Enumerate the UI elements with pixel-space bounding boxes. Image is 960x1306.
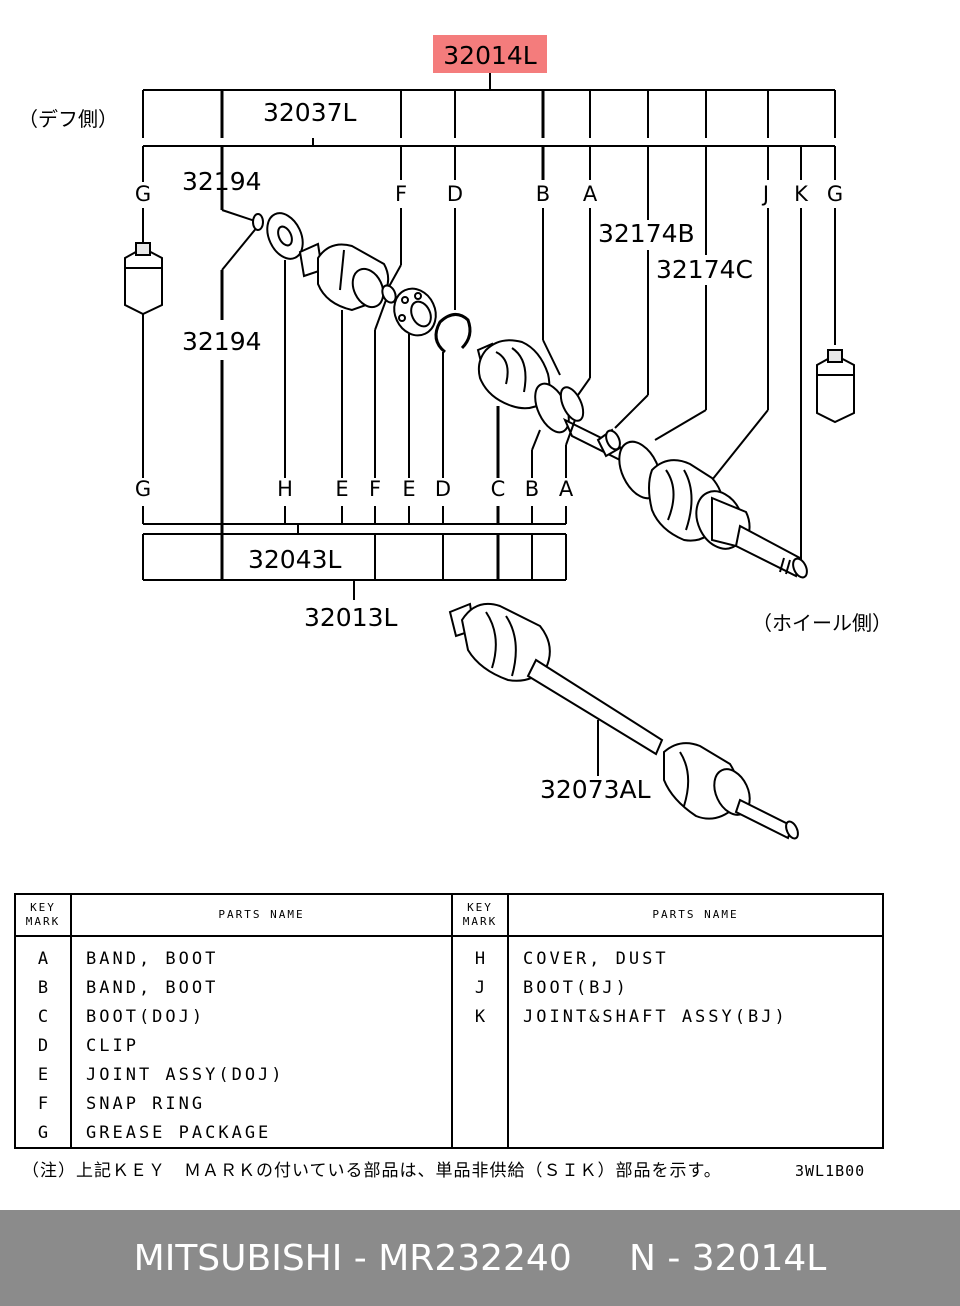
name-column-left: BAND, BOOT BAND, BOOT BOOT(DOJ) CLIP JOI… [72,937,451,1148]
washer-32194[interactable] [252,213,264,231]
top-mark-d: D [447,182,463,206]
name-column-right: COVER, DUST BOOT(BJ) JOINT&SHAFT ASSY(BJ… [509,937,882,1147]
bottom-mark-b: B [525,477,539,501]
bottom-bracket [142,506,567,600]
complete-shaft-assy[interactable] [448,602,800,840]
top-mark-f: F [395,182,407,206]
bj-joint-shaft[interactable] [711,496,810,580]
dust-cover[interactable] [260,207,309,264]
snap-ring[interactable] [380,283,398,304]
clip[interactable] [434,313,472,354]
grease-package-right[interactable] [816,349,855,424]
ref-32043L[interactable]: 32043L [248,545,342,574]
parts-table: KEY MARK PARTS NAME A B C D E F G BAND, … [14,893,884,1149]
top-mark-k: K [794,182,809,206]
key-mark-a: A [37,949,49,969]
part-name-c: BOOT(DOJ) [86,1007,206,1027]
inner-joint-cage[interactable] [387,282,444,342]
key-mark-k: K [474,1007,486,1027]
parts-table-right: KEY MARK PARTS NAME H J K COVER, DUST BO… [453,895,882,1147]
parts-table-left: KEY MARK PARTS NAME A B C D E F G BAND, … [16,895,453,1148]
doj-outer-joint[interactable] [298,242,390,312]
footer-part-number: MITSUBISHI - MR232240 N - 32014L [133,1237,827,1279]
parts-name-header-left: PARTS NAME [72,895,451,937]
band-32174b[interactable] [603,428,622,451]
part-name-e: JOINT ASSY(DOJ) [86,1065,285,1085]
ref-32073AL[interactable]: 32073AL [540,775,651,804]
key-mark-e: E [37,1065,49,1085]
top-key-marks: G F D B A J K G [135,182,843,206]
bottom-mark-g: G [135,477,151,501]
part-name-h: COVER, DUST [523,949,669,969]
key-column-right: H J K [453,937,509,1147]
top-bracket [142,73,836,255]
key-mark-d: D [37,1036,49,1056]
part-name-j: BOOT(BJ) [523,978,629,998]
part-name-d: CLIP [86,1036,139,1056]
part-name-b: BAND, BOOT [86,978,219,998]
key-mark-h: H [474,949,486,969]
key-mark-header-right: KEY MARK [453,895,509,937]
top-mark-g-left: G [135,182,151,206]
bottom-leader-lines [142,260,576,580]
ref-32174C[interactable]: 32174C [656,255,753,284]
ref-32194-bottom[interactable]: 32194 [182,327,262,356]
key-mark-j: J [474,978,486,998]
top-mark-j: J [761,182,769,206]
key-mark-header-left: KEY MARK [16,895,72,937]
table-note: （注）上記ＫＥＹ ＭＡＲＫの付いている部品は、単品非供給（ＳＩＫ）部品を示す。 [22,1161,722,1181]
bottom-mark-e1: E [335,477,348,501]
key-column-left: A B C D E F G [16,937,72,1148]
drawing-code: 3WL1B00 [795,1162,866,1180]
part-name-k: JOINT&SHAFT ASSY(BJ) [523,1007,788,1027]
parts-drawing [124,207,855,580]
part-name-f: SNAP RING [86,1094,206,1114]
exploded-parts-diagram: 32014L （デフ側） 32037L 32194 32194 32174B 3… [18,35,892,840]
ref-32013L[interactable]: 32013L [304,603,398,632]
bottom-mark-f: F [369,477,381,501]
top-mark-a: A [583,182,598,206]
key-mark-f: F [37,1094,49,1114]
top-mark-g-right: G [827,182,843,206]
key-mark-b: B [37,978,49,998]
part-name-g: GREASE PACKAGE [86,1123,272,1143]
ref-32194-top[interactable]: 32194 [182,167,262,196]
grease-package-left[interactable] [124,242,163,316]
key-mark-g: G [37,1123,49,1143]
bottom-mark-h: H [277,477,293,501]
part-name-a: BAND, BOOT [86,949,219,969]
bottom-key-marks: G H E F E D C B A [135,477,574,501]
top-leader-lines [142,208,836,560]
key-mark-c: C [37,1007,49,1027]
band-boot-a[interactable] [556,384,588,424]
main-ref-highlight [433,35,547,73]
bottom-mark-d: D [435,477,451,501]
bottom-mark-e2: E [402,477,415,501]
ref-32037L[interactable]: 32037L [263,98,357,127]
main-ref-label[interactable]: 32014L [443,41,537,70]
bottom-mark-c: C [491,477,506,501]
parts-name-header-right: PARTS NAME [509,895,882,937]
side-label-wheel: （ホイール側） [752,611,892,635]
ref-32174B[interactable]: 32174B [598,219,695,248]
footer-bar: MITSUBISHI - MR232240 N - 32014L [0,1210,960,1306]
side-label-diff: （デフ側） [18,107,118,131]
top-mark-b: B [536,182,550,206]
bottom-mark-a: A [559,477,574,501]
